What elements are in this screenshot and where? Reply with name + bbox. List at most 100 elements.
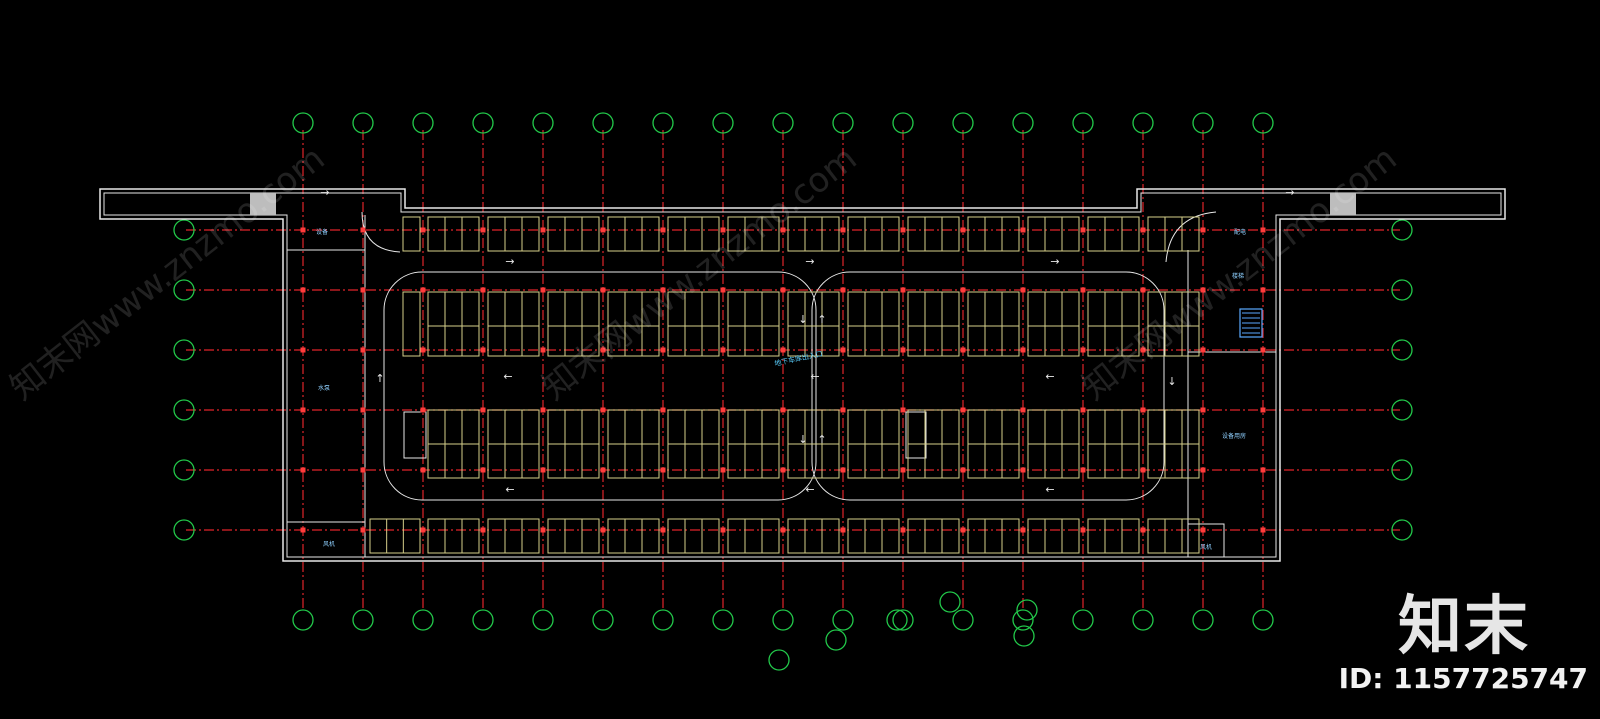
axis-bubble-bottom	[1072, 609, 1094, 631]
column	[960, 527, 966, 533]
parking-bay	[547, 216, 600, 252]
axis-bubble-bottom	[1012, 609, 1034, 631]
structural-columns	[300, 227, 1266, 533]
column	[540, 287, 546, 293]
column	[1200, 227, 1206, 233]
entry-curve-right	[1165, 211, 1217, 263]
column	[420, 527, 426, 533]
column	[660, 467, 666, 473]
parking-bay	[907, 443, 960, 479]
axis-bubble-top	[892, 112, 914, 134]
parking-bay	[667, 443, 720, 479]
column	[480, 467, 486, 473]
column	[1200, 287, 1206, 293]
column	[660, 227, 666, 233]
column	[540, 467, 546, 473]
parking-bay	[787, 443, 840, 479]
column	[660, 527, 666, 533]
column	[1080, 467, 1086, 473]
parking-bay	[1087, 325, 1140, 357]
column	[1020, 287, 1026, 293]
traffic-arrows: →→→→→←←←←←←↑↓↑↓↑↓	[320, 186, 1294, 496]
parking-bay	[1027, 325, 1080, 357]
column	[540, 527, 546, 533]
parking-bay	[787, 216, 840, 252]
column	[900, 467, 906, 473]
parking-bay	[1027, 216, 1080, 252]
column	[780, 347, 786, 353]
axis-bubble-top	[532, 112, 554, 134]
column	[960, 467, 966, 473]
column	[420, 407, 426, 413]
parking-bay	[487, 518, 540, 554]
column	[360, 287, 366, 293]
column	[900, 527, 906, 533]
column	[1200, 527, 1206, 533]
axis-bubble-extra	[1013, 625, 1035, 647]
parking-bay	[1147, 216, 1200, 252]
axis-bubble-bottom	[472, 609, 494, 631]
column	[1020, 347, 1026, 353]
column	[1200, 407, 1206, 413]
column	[300, 527, 306, 533]
parking-bay	[487, 291, 540, 327]
axis-bubble-top	[832, 112, 854, 134]
column	[720, 407, 726, 413]
axis-bubble-bottom	[772, 609, 794, 631]
column	[1080, 407, 1086, 413]
column	[540, 227, 546, 233]
traffic-arrow: ←	[810, 370, 819, 383]
axis-bubble-left	[173, 339, 195, 361]
axis-bubble-right	[1391, 219, 1413, 241]
column	[360, 407, 366, 413]
parking-bay	[607, 409, 660, 445]
column	[1140, 227, 1146, 233]
parking-bay	[427, 518, 480, 554]
column	[300, 467, 306, 473]
axis-bubble-right	[1391, 399, 1413, 421]
parking-bay	[487, 216, 540, 252]
parking-bay	[967, 291, 1020, 327]
parking-bay	[427, 216, 480, 252]
column	[360, 467, 366, 473]
axis-bubble-left	[173, 399, 195, 421]
axis-bubble-right	[1391, 279, 1413, 301]
column	[960, 407, 966, 413]
room-label-left-top: 设备	[316, 228, 328, 236]
axis-bubble-bottom	[1192, 609, 1214, 631]
parking-bay	[487, 443, 540, 479]
axis-bubble-bottom	[652, 609, 674, 631]
parking-bay	[1087, 216, 1140, 252]
outer-wall	[99, 188, 1506, 562]
parking-bay	[427, 325, 480, 357]
traffic-arrow: ←	[1045, 370, 1054, 383]
axis-bubbles	[173, 112, 1413, 671]
traffic-arrow: →	[1285, 186, 1294, 199]
column	[960, 227, 966, 233]
parking-bay	[547, 518, 600, 554]
axis-bubble-bottom	[952, 609, 974, 631]
column	[600, 467, 606, 473]
parking-bay	[607, 518, 660, 554]
room-label-right-upper: 楼梯	[1232, 272, 1244, 280]
column	[360, 527, 366, 533]
axis-bubble-extra	[1016, 599, 1038, 621]
column	[960, 347, 966, 353]
column	[420, 467, 426, 473]
parking-bay	[727, 518, 780, 554]
axis-bubble-top	[412, 112, 434, 134]
parking-bay	[487, 409, 540, 445]
column	[600, 347, 606, 353]
axis-bubble-top	[952, 112, 974, 134]
traffic-arrow: ←	[503, 370, 512, 383]
column	[1080, 527, 1086, 533]
axis-bubble-extra	[886, 609, 908, 631]
axis-bubble-top	[1012, 112, 1034, 134]
traffic-arrow: ↑	[817, 433, 826, 446]
axis-bubble-bottom	[292, 609, 314, 631]
column	[840, 287, 846, 293]
traffic-arrow: ←	[805, 483, 814, 496]
parking-bay	[427, 291, 480, 327]
column	[780, 407, 786, 413]
axis-bubble-top	[712, 112, 734, 134]
